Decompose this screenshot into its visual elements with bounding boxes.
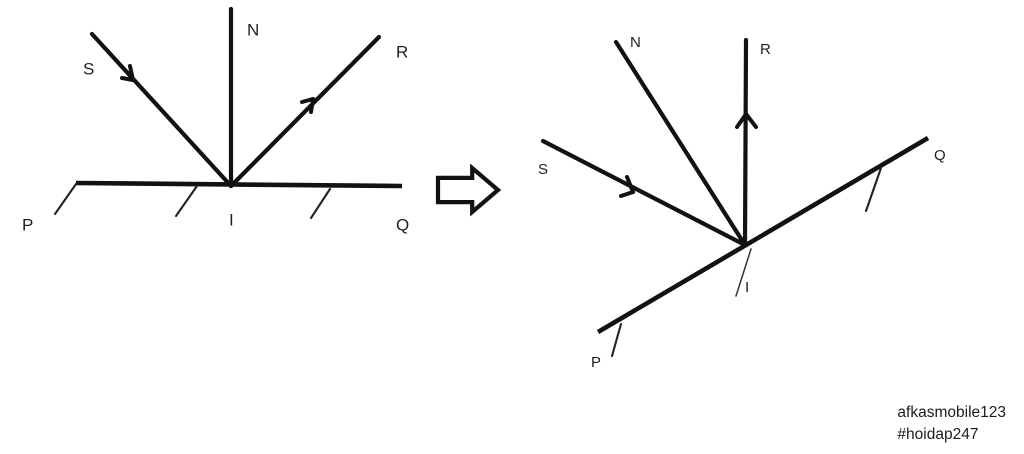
left-mirror-surface (75, 180, 403, 189)
transform-arrow-group (435, 163, 502, 217)
hatch-mark (53, 182, 78, 216)
left-label-I: I (229, 210, 234, 229)
right-label-P: P (591, 354, 601, 371)
right-label-I: I (745, 279, 749, 296)
right-reflected-arrowhead (735, 112, 758, 129)
watermark-line-1: afkasmobile123 (897, 404, 1006, 421)
left-incident-arrowhead (120, 64, 135, 82)
left-label-S: S (83, 59, 94, 78)
left-diagram-group: S N R P Q I (22, 6, 409, 234)
left-label-R: R (396, 42, 408, 61)
left-reflected-ray (228, 34, 382, 189)
left-incident-ray (89, 31, 234, 189)
right-incident-ray (540, 138, 748, 248)
left-label-N: N (247, 20, 259, 39)
right-label-S: S (538, 161, 548, 178)
right-reflected-ray (742, 37, 749, 248)
right-incidence-tick (735, 248, 752, 297)
hatch-mark (174, 184, 199, 218)
right-diagram-group: S N R P Q I (538, 34, 946, 371)
right-incident-arrowhead (619, 175, 635, 198)
right-mirror-surface (596, 136, 930, 334)
left-label-P: P (22, 215, 33, 234)
right-mirror-hatching (610, 166, 883, 358)
right-label-N: N (630, 34, 641, 51)
transform-arrow-icon (435, 163, 502, 217)
right-label-R: R (760, 41, 771, 58)
right-normal-line (613, 39, 748, 248)
hatch-mark (309, 187, 332, 220)
hatch-mark (610, 322, 623, 358)
left-reflected-arrowhead (300, 97, 315, 114)
left-mirror-hatching (53, 182, 332, 220)
right-label-Q: Q (934, 147, 946, 164)
watermark-line-2: #hoidap247 (897, 426, 979, 443)
hatch-mark (864, 166, 883, 213)
watermark: afkasmobile123 #hoidap247 (897, 402, 1006, 446)
left-label-Q: Q (396, 215, 409, 234)
